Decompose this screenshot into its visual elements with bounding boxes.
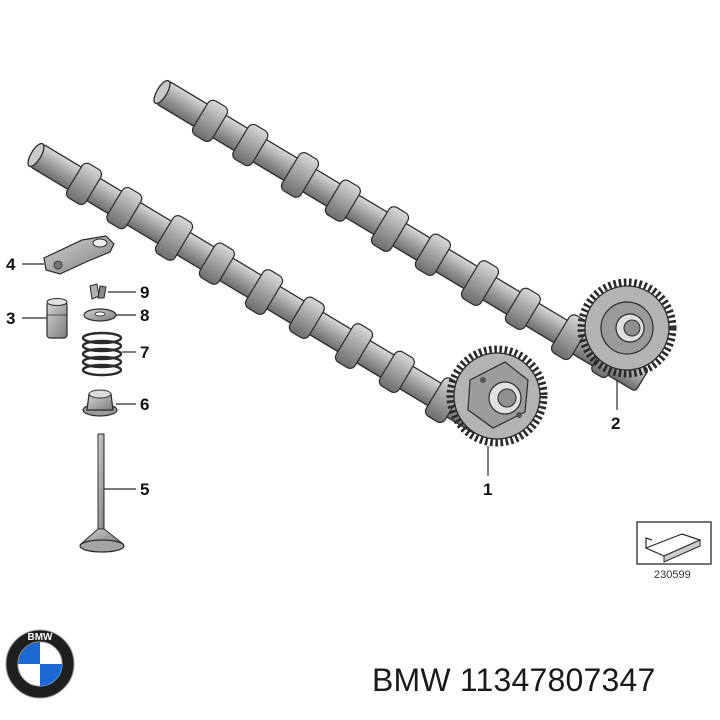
camshaft-exhaust bbox=[153, 79, 648, 391]
part-caption: BMW 11347807347 bbox=[372, 662, 656, 698]
callout-7: 7 bbox=[140, 343, 149, 362]
camshaft-intake bbox=[27, 142, 488, 434]
callout-5: 5 bbox=[140, 480, 149, 499]
callout-3: 3 bbox=[6, 309, 15, 328]
valve-part bbox=[79, 433, 125, 553]
callout-6: 6 bbox=[140, 395, 149, 414]
valve-spring-part bbox=[81, 331, 123, 377]
leader-lines bbox=[22, 263, 618, 490]
diagram-reference-number: 230599 bbox=[654, 569, 691, 581]
valve-keepers-part bbox=[89, 283, 107, 300]
callout-2: 2 bbox=[611, 414, 620, 433]
rocker-arm-part bbox=[43, 235, 115, 275]
camshaft-gear-1 bbox=[446, 345, 548, 447]
reference-box bbox=[636, 521, 712, 565]
camshaft-gear-2 bbox=[577, 278, 677, 378]
logo-letters: BMW bbox=[28, 632, 54, 643]
callout-1: 1 bbox=[483, 480, 492, 499]
spring-retainer-part bbox=[83, 308, 117, 322]
callout-4: 4 bbox=[6, 255, 16, 274]
hydraulic-lifter-part bbox=[46, 298, 68, 339]
valve-stem-seal-part bbox=[82, 389, 118, 417]
callout-9: 9 bbox=[140, 283, 149, 302]
bmw-logo: BMW bbox=[5, 629, 75, 699]
callout-8: 8 bbox=[140, 306, 149, 325]
